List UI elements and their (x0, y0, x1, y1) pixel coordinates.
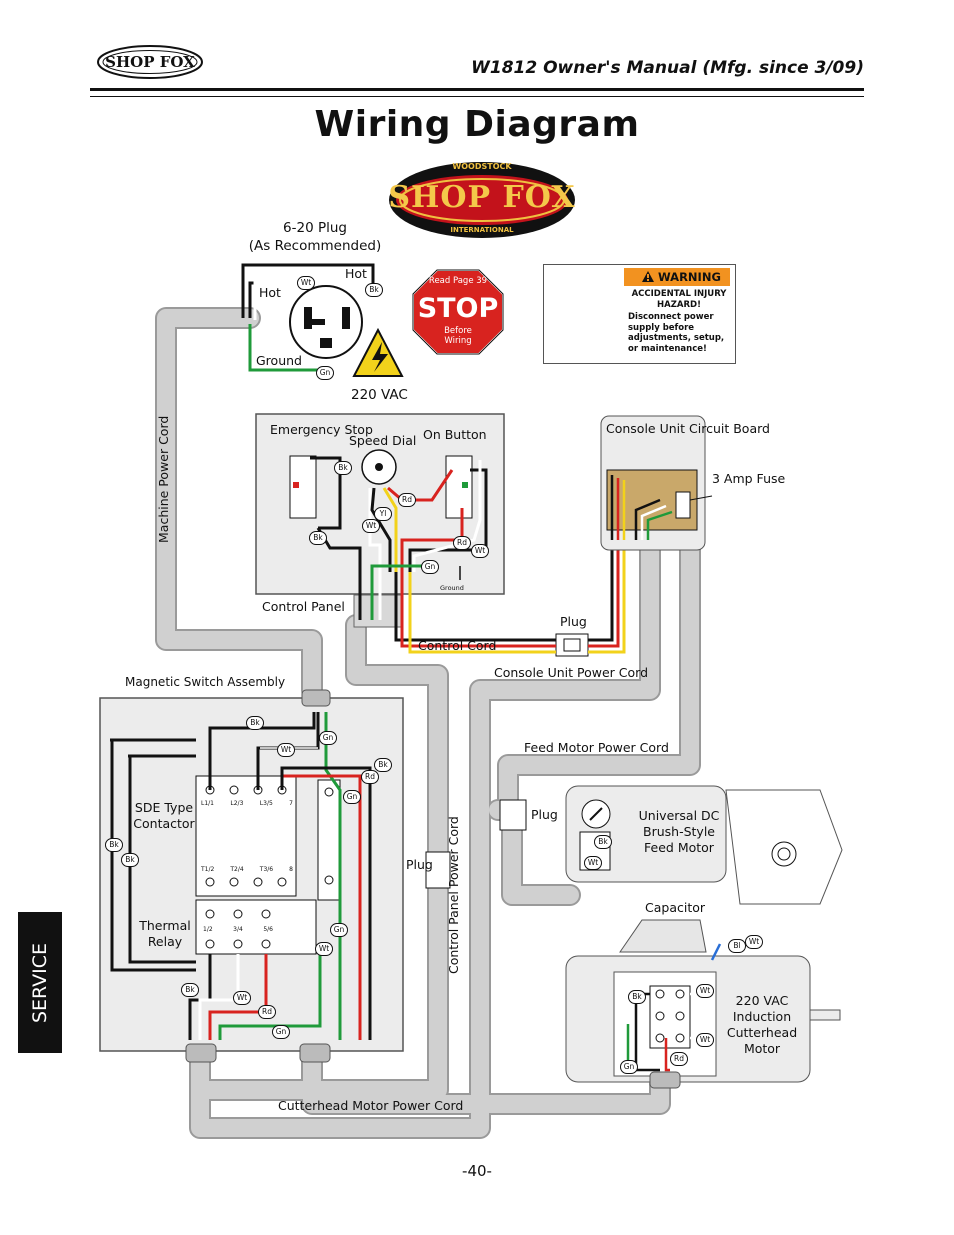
service-side-tab: SERVICE (18, 912, 62, 1053)
relay-terminals: 1/2 3/4 5/6 (203, 926, 273, 933)
control-panel-label: Control Panel (262, 599, 345, 614)
console-wires (610, 475, 673, 540)
machine-power-cord-label: Machine Power Cord (156, 415, 171, 543)
contactor-mid-terminals: T1/2 T2/4 T3/6 8 (201, 866, 293, 873)
console-power-cord-label: Console Unit Power Cord (494, 665, 649, 680)
feed-motor-plug (499, 799, 527, 831)
page-number: -40- (462, 1162, 492, 1180)
terminal-t2: T2/4 (230, 866, 244, 873)
control-panel-exit-wires (358, 572, 510, 654)
magnetic-switch-label: Magnetic Switch Assembly (125, 675, 286, 689)
terminal-8: 8 (289, 866, 293, 873)
console-plug-label: Plug (560, 614, 587, 629)
stop-sign-bottom: Before Wiring (444, 326, 472, 346)
terminal-7: 7 (289, 800, 293, 807)
relay-terminal-5: 5/6 (263, 926, 273, 933)
fuse-holder (675, 491, 691, 519)
emergency-stop-label: Emergency Stop (270, 422, 373, 437)
thermal-relay-body (195, 899, 317, 955)
warning-header-text: WARNING (658, 270, 721, 284)
terminal-l1: L1/1 (201, 800, 214, 807)
emblem-text: SHOP FOX (388, 180, 576, 215)
thermal-relay-label: Thermal Relay (139, 918, 191, 949)
control-panel-strain-relief (353, 594, 403, 628)
warning-body: ACCIDENTAL INJURY HAZARD! Disconnect pow… (628, 289, 730, 354)
grommets (185, 689, 331, 1063)
on-button-label: On Button (423, 427, 487, 442)
emblem-top-arc: WOODSTOCK (452, 162, 512, 171)
control-panel-cord-plug (425, 851, 451, 889)
cutterhead-motor-label: 220 VAC Induction Cutterhead Motor (726, 993, 798, 1056)
contactor-top-terminals: L1/1 L2/3 L3/5 7 (201, 800, 293, 807)
plug-receptacle (289, 285, 363, 359)
terminal-l3: L3/5 (259, 800, 273, 807)
plug-ground: Ground (256, 353, 302, 368)
plug-hot-left: Hot (259, 285, 281, 300)
terminal-t1: T1/2 (201, 866, 215, 873)
feed-motor-plug-label: Plug (531, 807, 558, 822)
cords-fill (157, 309, 699, 1137)
control-panel-cord-plug-label: Plug (406, 857, 433, 872)
plug-hot-right: Hot (345, 266, 367, 281)
contactor-label: SDE Type Contactor (133, 800, 195, 831)
cutterhead-cord-label: Cutterhead Motor Power Cord (278, 1098, 464, 1113)
console-unit-label: Console Unit Circuit Board (606, 421, 770, 436)
control-cord-plug (555, 633, 589, 657)
header-rule (90, 88, 864, 97)
plug-subtitle: (As Recommended) (248, 238, 382, 254)
contactor-body (195, 775, 297, 897)
on-button-switch (445, 455, 473, 519)
plug-voltage: 220 VAC (351, 387, 408, 403)
feed-motor (565, 785, 843, 905)
warning-header: WARNING (624, 268, 730, 286)
plug-title: 6-20 Plug (283, 220, 347, 236)
shop-fox-emblem: SHOP FOX WOODSTOCK INTERNATIONAL (387, 160, 577, 240)
speed-dial-label: Speed Dial (349, 433, 417, 448)
shop-fox-logo: SHOP FOX (96, 44, 204, 80)
warning-line1: ACCIDENTAL INJURY HAZARD! (631, 289, 727, 310)
terminal-l2: L2/3 (230, 800, 244, 807)
control-cord-label: Control Cord (418, 638, 497, 653)
motor-grommet (649, 1071, 681, 1089)
stop-sign-icon (412, 269, 504, 355)
fuse-label: 3 Amp Fuse (712, 471, 786, 486)
warning-triangle-icon (642, 271, 654, 282)
voltage-warning-icon (352, 327, 404, 377)
emblem-bottom-arc: INTERNATIONAL (450, 226, 514, 234)
warning-text: Disconnect power supply before adjustmen… (628, 312, 725, 354)
stop-sign-top: Read Page 39 (428, 276, 488, 286)
relay-terminal-3: 3/4 (233, 926, 243, 933)
relay-terminal-1: 1/2 (203, 926, 213, 933)
terminal-t3: T3/6 (259, 866, 274, 873)
control-cord-wires (510, 540, 626, 654)
feed-motor-label: Universal DC Brush-Style Feed Motor (638, 808, 720, 855)
control-panel-wires (310, 456, 488, 580)
stop-sign-main: STOP (417, 293, 499, 324)
control-panel-power-cord-text: Control Panel Power Cord (446, 816, 461, 974)
capacitor-label: Capacitor (645, 900, 706, 915)
logo-text: SHOP FOX (105, 53, 195, 71)
plug-wires (241, 263, 375, 372)
ground-small-label: Ground (440, 584, 464, 592)
feed-motor-cord-label: Feed Motor Power Cord (524, 740, 669, 755)
magnetic-switch-wires (110, 712, 372, 1040)
side-tab-text: SERVICE (29, 942, 51, 1023)
page-title: Wiring Diagram (314, 104, 640, 145)
manual-title: W1812 Owner's Manual (Mfg. since 3/09) (471, 58, 864, 78)
